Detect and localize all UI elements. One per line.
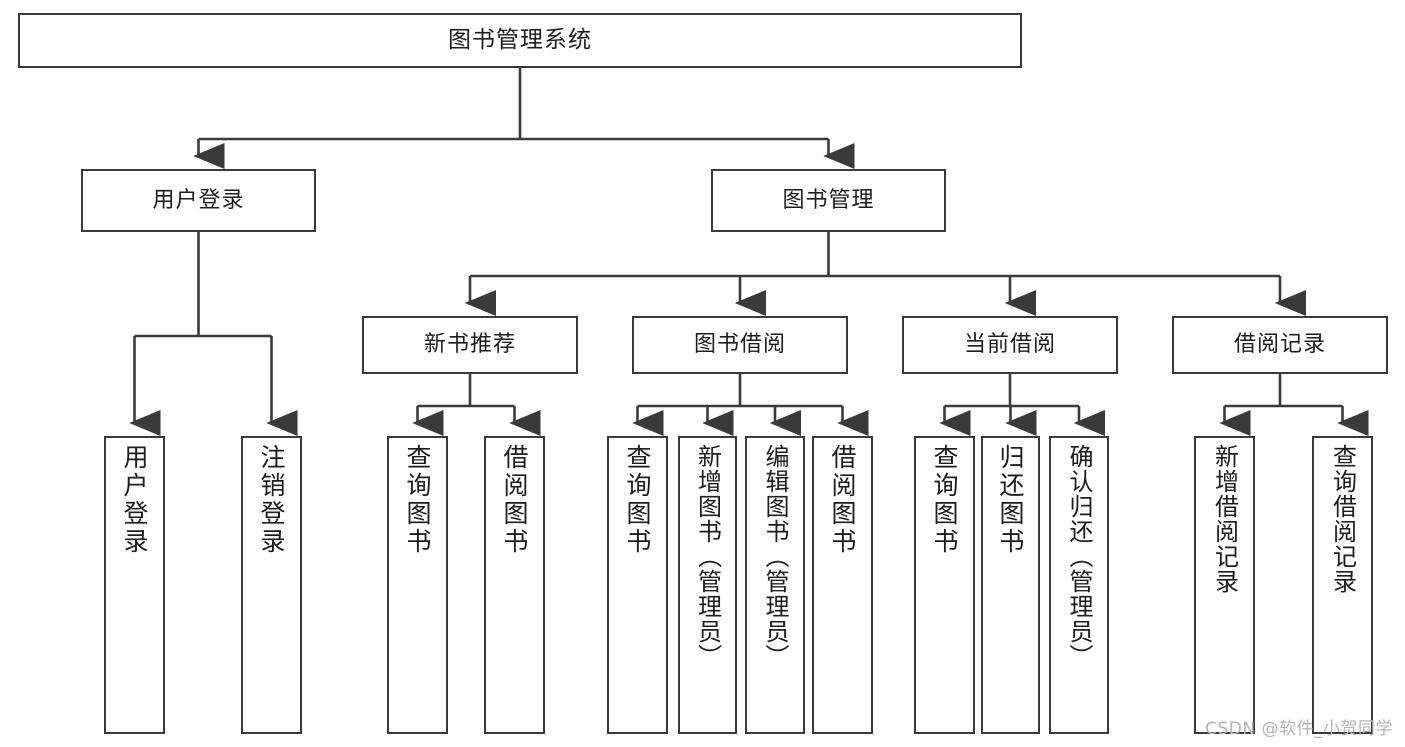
node-label: 新书推荐: [423, 332, 516, 358]
node-label: 用户登录: [152, 187, 245, 213]
node-label: 用户登录: [120, 444, 149, 556]
node-label: 注销登录: [257, 444, 286, 556]
node-leaf-edit-book[interactable]: 编辑图书（管理员）: [745, 436, 805, 734]
node-leaf-query-book-2[interactable]: 查询图书: [607, 436, 668, 734]
node-leaf-query-record[interactable]: 查询借阅记录: [1312, 436, 1373, 734]
node-leaf-borrow-book-1[interactable]: 借阅图书: [484, 436, 545, 734]
node-leaf-borrow-book-2[interactable]: 借阅图书: [812, 436, 873, 734]
node-label: 借阅图书: [500, 444, 529, 556]
node-leaf-add-book[interactable]: 新增图书（管理员）: [678, 436, 737, 734]
node-leaf-user-login[interactable]: 用户登录: [104, 436, 165, 734]
node-label: 图书管理系统: [448, 26, 592, 53]
node-label: 新增图书（管理员）: [693, 444, 722, 669]
node-label: 确认归还（管理员）: [1065, 444, 1093, 669]
watermark-csdn: CSDN @软件_小贺同学: [1205, 719, 1393, 739]
node-leaf-query-book-3[interactable]: 查询图书: [914, 436, 975, 734]
node-book-borrow[interactable]: 图书借阅: [632, 316, 848, 374]
node-label: 查询图书: [623, 444, 652, 556]
node-leaf-return-book[interactable]: 归还图书: [981, 436, 1040, 734]
node-label: 借阅图书: [828, 444, 857, 556]
node-label: 借阅记录: [1233, 332, 1326, 358]
node-leaf-query-book-1[interactable]: 查询图书: [387, 436, 448, 734]
node-borrow-record[interactable]: 借阅记录: [1172, 316, 1388, 374]
node-book-manage[interactable]: 图书管理: [711, 169, 946, 232]
node-label: 查询图书: [930, 444, 959, 556]
node-leaf-add-record[interactable]: 新增借阅记录: [1194, 436, 1255, 734]
node-root[interactable]: 图书管理系统: [18, 13, 1022, 68]
node-leaf-confirm-return[interactable]: 确认归还（管理员）: [1049, 436, 1109, 734]
node-label: 图书管理: [782, 187, 875, 213]
node-label: 当前借阅: [963, 332, 1056, 358]
node-label: 图书借阅: [693, 332, 786, 358]
node-label: 新增借阅记录: [1210, 444, 1239, 594]
node-user-login[interactable]: 用户登录: [81, 169, 316, 232]
node-label: 编辑图书（管理员）: [761, 444, 789, 669]
node-label: 归还图书: [996, 444, 1025, 556]
node-new-book-rec[interactable]: 新书推荐: [362, 316, 578, 374]
node-current-borrow[interactable]: 当前借阅: [902, 316, 1118, 374]
node-leaf-logout[interactable]: 注销登录: [241, 436, 302, 734]
node-label: 查询借阅记录: [1328, 444, 1357, 594]
node-label: 查询图书: [403, 444, 432, 556]
